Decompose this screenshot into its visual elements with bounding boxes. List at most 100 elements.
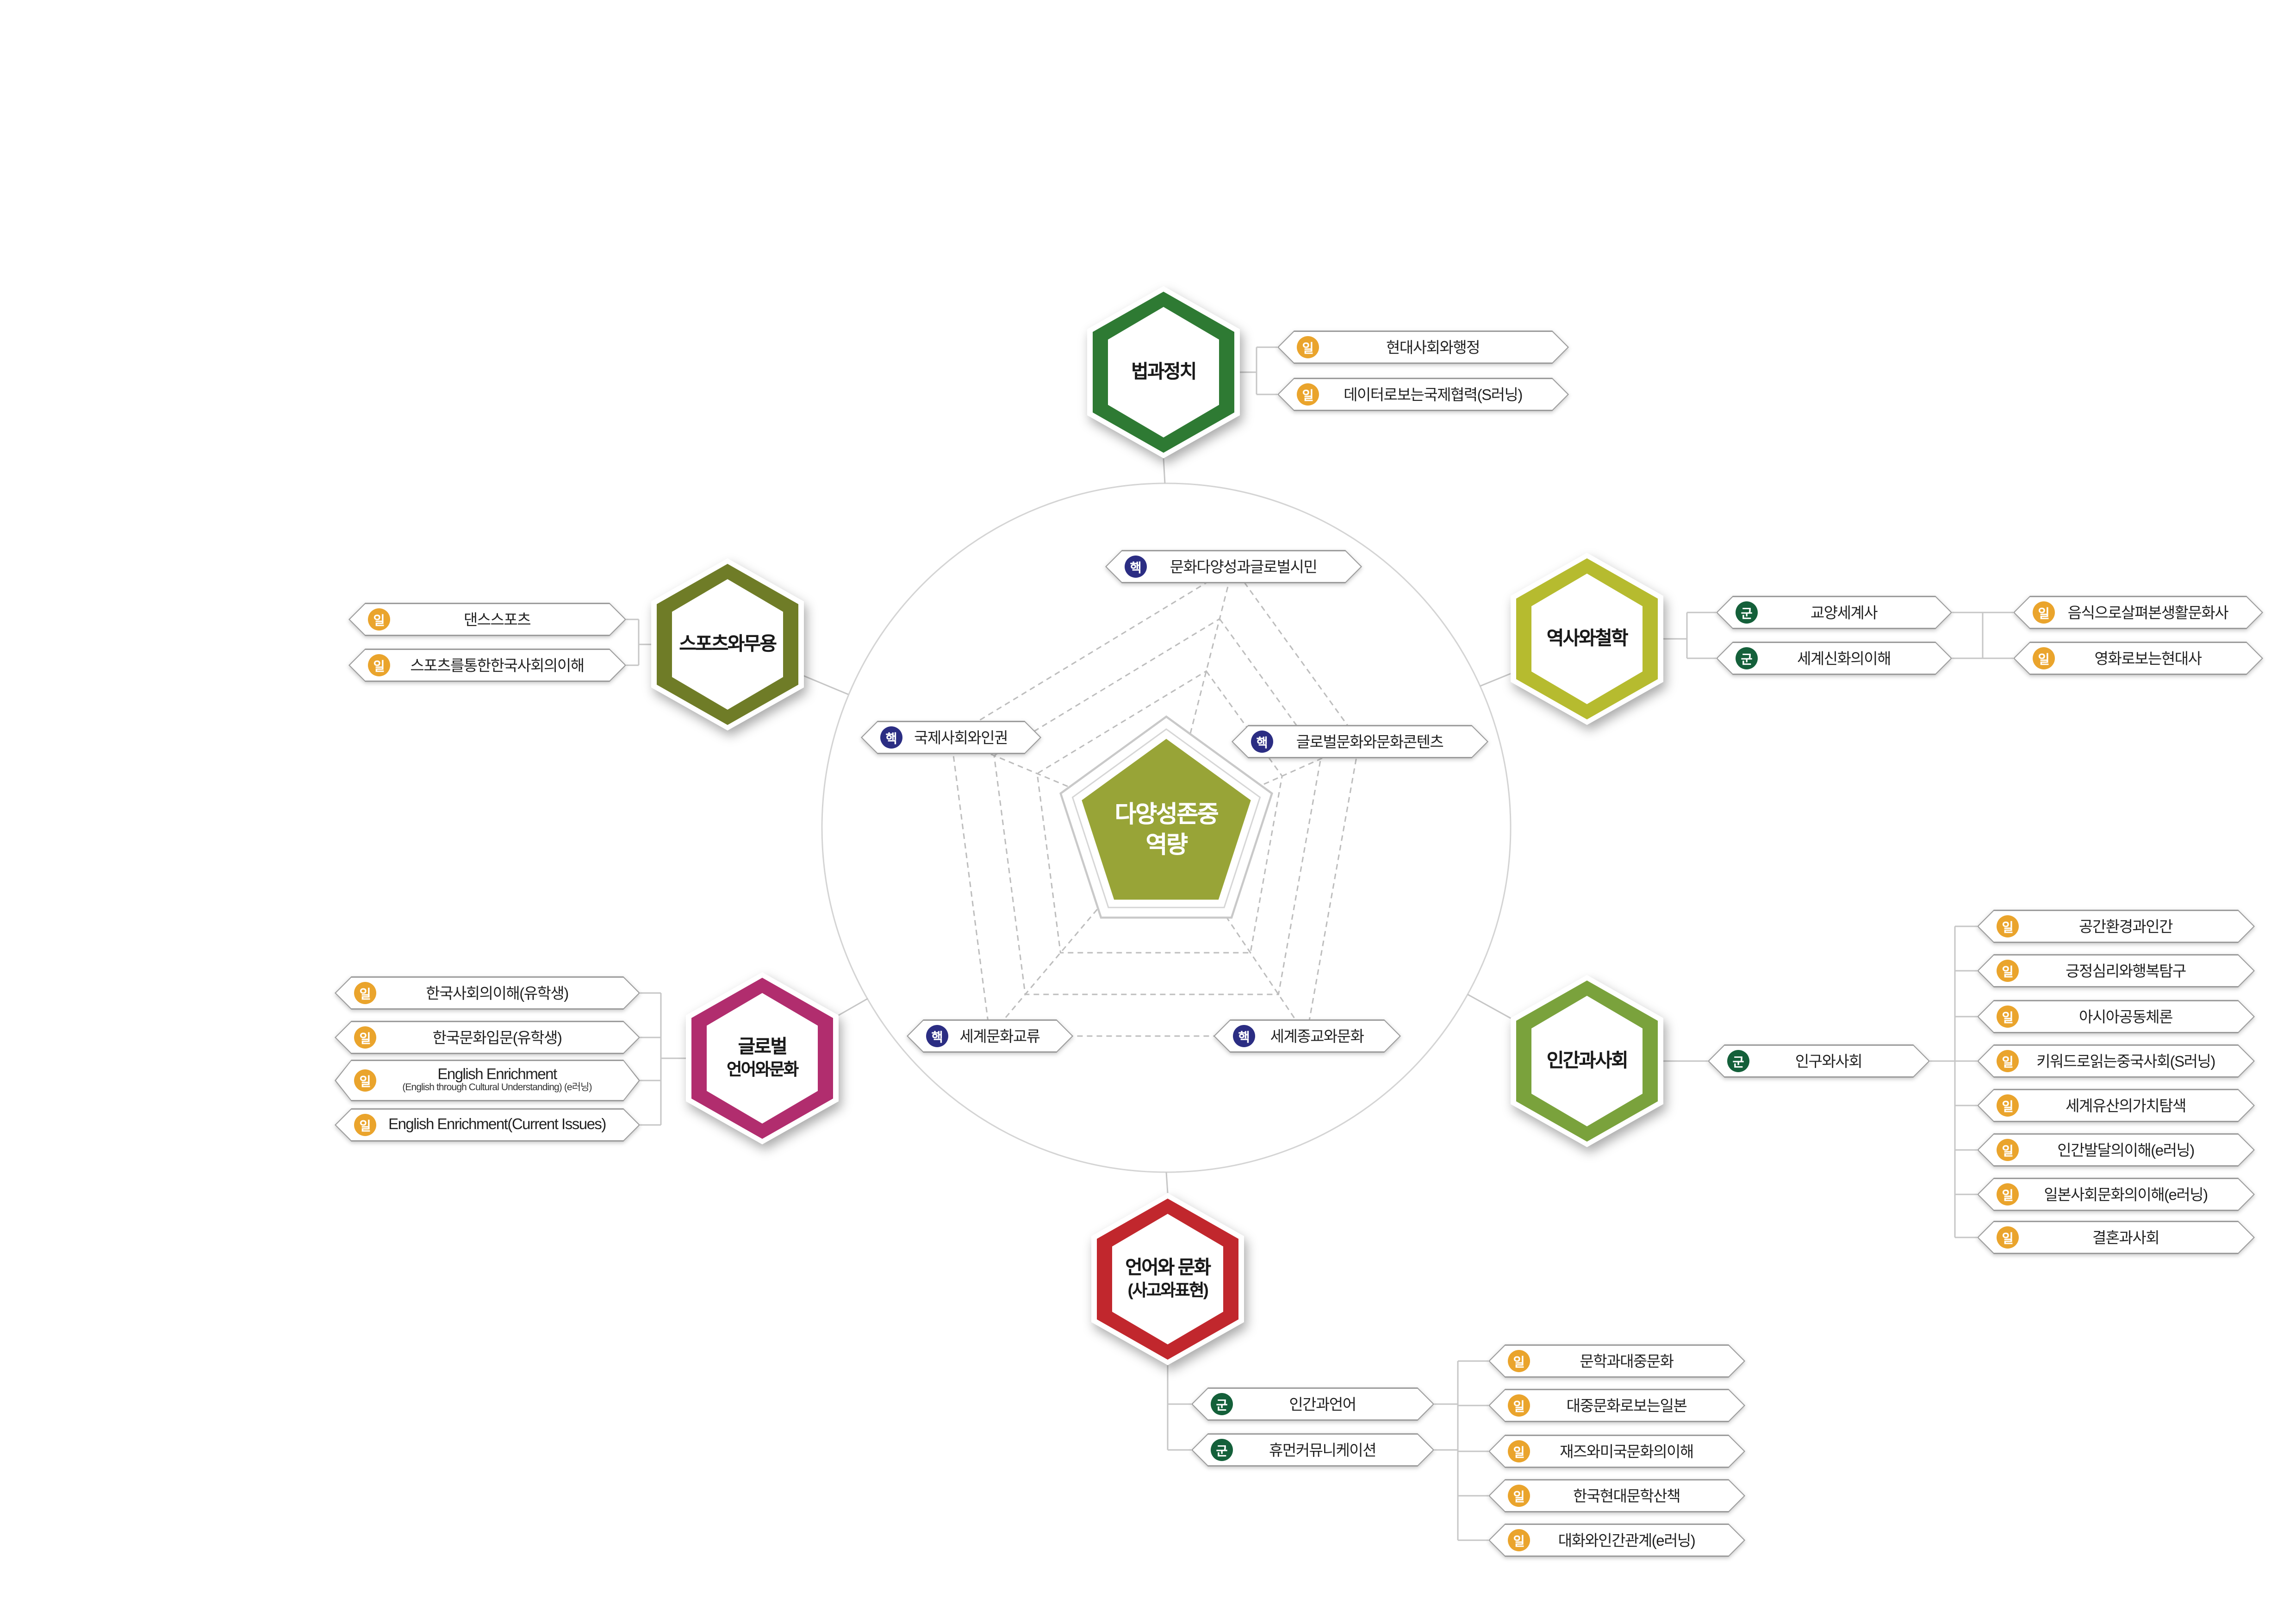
radar-node-box: 핵 문화다양성과글로벌시민 (1105, 550, 1362, 583)
box-shape (1979, 1135, 2253, 1165)
course-label: 세계유산의가치탐색 (2066, 1099, 2186, 1115)
box-shape (1490, 1480, 1744, 1511)
course-label: 결혼과사회 (2092, 1230, 2160, 1247)
course-label: 재즈와미국문화의이해 (1560, 1444, 1694, 1461)
course-box: 일 한국현대문학산책 (1488, 1479, 1745, 1512)
box-shape (1279, 379, 1568, 410)
cluster-hexagon-global-language: 글로벌 언어와문화 (686, 972, 839, 1144)
badge-elective: 일 (368, 654, 390, 676)
center-pentagon-fill (1082, 739, 1251, 900)
course-box: 일 일본사회문화의이해(e러닝) (1977, 1178, 2255, 1211)
course-label: 일본사회문화의이해(e러닝) (2044, 1187, 2208, 1204)
course-box: 군 인구와사회 (1708, 1044, 1930, 1078)
course-label: 현대사회와행정 (1386, 340, 1481, 357)
badge-elective: 일 (1508, 1394, 1530, 1417)
box-shape (336, 1061, 639, 1100)
course-label: 키워드로읽는중국사회(S러닝) (2036, 1054, 2215, 1071)
course-label: 대화와인간관계(e러닝) (1558, 1533, 1696, 1550)
course-label: 인간발달의이해(e러닝) (2057, 1143, 2195, 1160)
box-shape (1979, 1046, 2253, 1076)
course-box: 일 스포츠를통한한국사회의이해 (348, 649, 626, 682)
course-label: 데이터로보는국제협력(S러닝) (1344, 387, 1523, 404)
box-shape (350, 604, 625, 635)
box-shape (1979, 1179, 2253, 1210)
center-competency-line2: 역량 (1145, 832, 1188, 859)
course-label: 댄스스포츠 (463, 612, 531, 629)
box-shape (1979, 1222, 2253, 1253)
badge-core: 핵 (1251, 731, 1273, 753)
course-box: 일 재즈와미국문화의이해 (1488, 1435, 1745, 1468)
cluster-name-text: 스포츠와무용 (679, 632, 777, 654)
center-competency-label: 다양성존중 역량 (1069, 800, 1263, 862)
center-pentagon (1059, 715, 1273, 919)
cluster-name: 인간과사회 (1511, 975, 1663, 1147)
course-box: 일 영화로보는현대사 (2013, 642, 2263, 675)
course-box: 일 인간발달의이해(e러닝) (1977, 1133, 2255, 1167)
course-label: 인간과언어 (1289, 1397, 1356, 1414)
connector-lines (626, 346, 2013, 1541)
box-shape (1490, 1525, 1744, 1555)
badge-elective: 일 (1997, 960, 2019, 982)
badge-elective: 일 (1997, 1094, 2019, 1117)
box-shape (1979, 911, 2253, 942)
course-box: 일 한국사회의이해(유학생) (335, 976, 640, 1010)
badge-elective: 일 (368, 608, 390, 631)
course-label: 한국사회의이해(유학생) (426, 986, 569, 1003)
cluster-hexagon-law: 법과정치 (1087, 286, 1240, 458)
badge-elective: 일 (354, 982, 376, 1004)
cluster-name: 글로벌 언어와문화 (686, 972, 839, 1144)
cluster-name-text: 인간과사회 (1546, 1049, 1629, 1070)
radar-node-label: 세계종교와문화 (1270, 1029, 1364, 1046)
badge-group: 군 (1211, 1393, 1233, 1415)
course-label: 한국문화입문(유학생) (432, 1031, 562, 1047)
course-box: 일 대화와인간관계(e러닝) (1488, 1524, 1745, 1557)
radar-node-box: 핵 세계종교와문화 (1213, 1019, 1401, 1053)
course-box: 일 현대사회와행정 (1277, 331, 1569, 364)
course-box: 군 교양세계사 (1716, 596, 1952, 629)
cluster-hexagon-language-culture: 언어와 문화 (사고와표현) (1091, 1193, 1244, 1365)
badge-elective: 일 (1508, 1440, 1530, 1462)
badge-group: 군 (1736, 601, 1758, 624)
course-box: 일 결혼과사회 (1977, 1221, 2255, 1254)
badge-elective: 일 (1997, 1183, 2019, 1206)
cluster-name: 법과정치 (1087, 286, 1240, 458)
course-box: 군 휴먼커뮤니케이션 (1191, 1433, 1434, 1467)
badge-group: 군 (1736, 647, 1758, 669)
course-box: 일 키워드로읽는중국사회(S러닝) (1977, 1044, 2255, 1078)
course-label: 휴먼커뮤니케이션 (1269, 1443, 1376, 1460)
course-box: 일 한국문화입문(유학생) (335, 1021, 640, 1054)
badge-core: 핵 (1233, 1025, 1255, 1047)
cluster-name: 스포츠와무용 (651, 558, 804, 731)
course-label: 교양세계사 (1810, 606, 1878, 622)
badge-elective: 일 (354, 1114, 376, 1136)
box-shape (1979, 956, 2253, 986)
course-label-main: English Enrichment (437, 1067, 557, 1084)
badge-elective: 일 (2033, 601, 2055, 624)
badge-group: 군 (1727, 1050, 1749, 1072)
box-shape (336, 1022, 639, 1053)
course-label: 한국현대문학산책 (1573, 1489, 1680, 1505)
course-label: 문학과대중문화 (1580, 1354, 1674, 1371)
course-box: 일 세계유산의가치탐색 (1977, 1089, 2255, 1122)
center-competency-line1: 다양성존중 (1114, 801, 1219, 828)
cluster-name-text: 법과정치 (1131, 360, 1197, 381)
box-shape (2015, 643, 2262, 674)
course-box: 일 데이터로보는국제협력(S러닝) (1277, 378, 1569, 411)
cluster-name: 언어와 문화 (사고와표현) (1091, 1193, 1244, 1365)
course-label: 대중문화로보는일본 (1566, 1399, 1687, 1415)
badge-elective: 일 (1508, 1350, 1530, 1372)
course-label: 긍정심리와행복탐구 (2066, 964, 2186, 981)
badge-elective: 일 (1997, 915, 2019, 937)
badge-elective: 일 (1997, 1006, 2019, 1028)
radar-node-label: 글로벌문화와문화콘텐츠 (1296, 735, 1444, 751)
course-box: 일 아시아공동체론 (1977, 1000, 2255, 1033)
course-box: 일 음식으로살펴본생활문화사 (2013, 596, 2263, 629)
cluster-name-text: 역사와철학 (1546, 627, 1629, 648)
radar-node-box: 핵 국제사회와인권 (861, 721, 1041, 754)
course-box: 일 대중문화로보는일본 (1488, 1389, 1745, 1422)
box-shape (1979, 1090, 2253, 1121)
radar-node-box: 핵 글로벌문화와문화콘텐츠 (1232, 725, 1488, 758)
badge-core: 핵 (880, 726, 902, 749)
